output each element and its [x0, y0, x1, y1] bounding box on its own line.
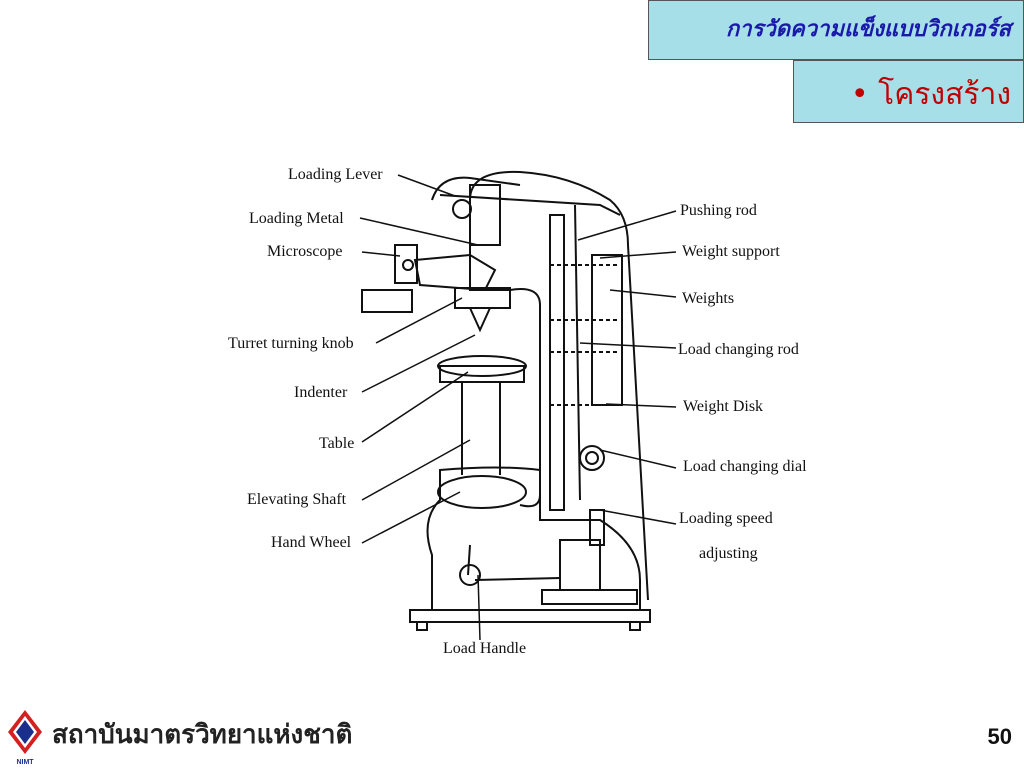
label-weight-support: Weight support	[682, 243, 780, 260]
machine-frame	[426, 466, 641, 611]
head-block	[469, 184, 501, 246]
title-banner: การวัดความแข็งแบบวิกเกอร์ส	[648, 0, 1024, 60]
label-pushing-rod: Pushing rod	[680, 202, 757, 219]
lever-housing	[431, 176, 521, 201]
label-turret-turning-knob: Turret turning knob	[228, 335, 354, 352]
label-load-changing-rod: Load changing rod	[678, 341, 799, 358]
table-body	[439, 365, 525, 383]
hand-wheel	[437, 475, 527, 509]
label-loading-metal: Loading Metal	[249, 210, 344, 227]
elevating-shaft	[461, 382, 501, 475]
weight-lines	[550, 264, 620, 406]
microscope-eyepiece	[394, 244, 418, 284]
turret	[454, 287, 511, 309]
microscope-body	[413, 253, 497, 292]
label-microscope: Microscope	[267, 243, 343, 260]
lever-pivot	[452, 199, 472, 219]
weight-stack	[591, 254, 623, 406]
pushing-rod	[574, 204, 581, 501]
microscope-knob	[402, 259, 414, 271]
slide-title: การวัดความแข็งแบบวิกเกอร์ส	[725, 17, 1011, 42]
machine-back	[469, 170, 649, 601]
label-loading-speed-line2: adjusting	[699, 545, 758, 562]
subtitle-banner: • โครงสร้าง	[793, 60, 1024, 123]
dashpot	[559, 539, 601, 591]
label-load-handle: Load Handle	[443, 640, 527, 657]
label-load-changing-dial: Load changing dial	[683, 458, 807, 475]
table-top	[437, 355, 527, 377]
label-loading-speed-line1: Loading speed	[679, 510, 773, 527]
pipe	[509, 288, 541, 508]
page-number: 50	[987, 724, 1012, 749]
label-elevating-shaft: Elevating Shaft	[247, 491, 347, 508]
load-handle	[467, 544, 561, 581]
label-table: Table	[319, 435, 355, 452]
label-hand-wheel: Hand Wheel	[271, 534, 352, 551]
load-changing-rod	[549, 214, 565, 511]
base-plate	[409, 609, 651, 623]
loading-lever	[439, 194, 621, 216]
label-weights: Weights	[682, 290, 735, 307]
slide-subtitle: • โครงสร้าง	[850, 77, 1011, 112]
label-weight-disk: Weight Disk	[683, 398, 764, 415]
nimt-logo: NIMT	[8, 710, 42, 766]
organization-name: สถาบันมาตรวิทยาแห่งชาติ	[52, 720, 353, 750]
indenter-tip	[469, 307, 491, 333]
label-loading-lever: Loading Lever	[288, 166, 383, 183]
turret-left	[361, 289, 413, 313]
leader-lines	[359, 174, 677, 641]
load-changing-dial	[579, 445, 605, 471]
logo-caption: NIMT	[16, 759, 34, 766]
label-indenter: Indenter	[294, 384, 348, 401]
